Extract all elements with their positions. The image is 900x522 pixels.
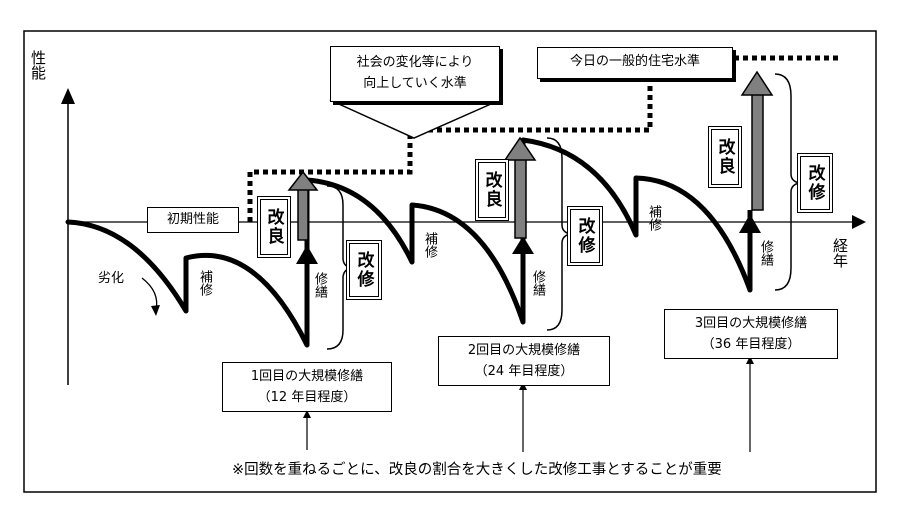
repair-box-3: 3回目の大規模修繕 （36 年目程度） — [664, 309, 838, 359]
improvement-box-2: 改良 — [475, 159, 509, 221]
frame — [23, 30, 877, 493]
renovation-label-2: 修繕 — [530, 270, 545, 296]
repair-arrowhead-1 — [296, 245, 318, 264]
todays-standard-label: 今日の一般的住宅水準 — [569, 54, 700, 69]
initial-performance-box: 初期性能 — [147, 207, 239, 233]
repair-box-2-detail: （24 年目程度） — [474, 364, 574, 379]
improvement-arrow-2 — [503, 136, 537, 239]
renovation-label-3: 修繕 — [758, 240, 773, 266]
x-axis-label: 経年 — [831, 238, 849, 268]
social-change-box: 社会の変化等により 向上していく水準 — [330, 46, 500, 102]
brace-3 — [774, 73, 800, 291]
improvement-box-1: 改良 — [257, 196, 291, 258]
repair-box-1: 1回目の大規模修繕 （12 年目程度） — [222, 362, 392, 412]
initial-performance-label: 初期性能 — [166, 212, 219, 227]
deterioration-label: 劣化 — [98, 271, 125, 286]
footnote: ※回数を重ねるごとに、改良の割合を大きくした改修工事とすることが重要 — [232, 462, 722, 478]
social-change-line-1: 社会の変化等により — [356, 55, 474, 70]
x-axis-arrowhead — [852, 215, 866, 229]
improvement-arrow-1 — [287, 170, 319, 241]
performance-curve-6 — [633, 175, 753, 293]
repair-box-2-title: 2回目の大規模修繕 — [467, 343, 581, 358]
performance-curve-1 — [65, 219, 189, 314]
repair-box-1-title: 1回目の大規模修繕 — [250, 369, 364, 384]
repair-label-3: 補修 — [646, 205, 661, 231]
improvement-box-3: 改良 — [708, 126, 742, 188]
performance-curve-2 — [183, 252, 310, 348]
repair-label-1: 補修 — [197, 270, 212, 296]
renovation-label-1: 修繕 — [312, 272, 327, 298]
repair-arrowhead-2 — [512, 236, 534, 254]
repair-label-2: 補修 — [422, 232, 437, 258]
deterioration-arrowhead — [151, 305, 160, 316]
performance-curve-5 — [520, 137, 639, 238]
improvement-repair-box-3: 改修 — [797, 153, 833, 213]
repair-box-2: 2回目の大規模修繕 （24 年目程度） — [438, 336, 610, 386]
y-axis-arrowhead — [61, 88, 75, 104]
repair-arrowhead-3 — [739, 214, 761, 233]
improvement-arrow-3 — [740, 70, 774, 211]
social-change-line-2: 向上していく水準 — [363, 76, 467, 91]
y-axis-label: 性能 — [29, 50, 47, 80]
performance-curve-4 — [409, 202, 526, 325]
todays-standard-box: 今日の一般的住宅水準 — [537, 47, 733, 79]
improvement-repair-box-2: 改修 — [567, 206, 603, 266]
improvement-repair-box-1: 改修 — [346, 240, 382, 300]
repair-box-3-title: 3回目の大規模修繕 — [694, 316, 808, 331]
repair-box-1-detail: （12 年目程度） — [257, 390, 357, 405]
repair-box-3-detail: （36 年目程度） — [701, 337, 801, 352]
deterioration-arrow-line — [141, 277, 158, 311]
performance-curve-3 — [304, 177, 415, 265]
